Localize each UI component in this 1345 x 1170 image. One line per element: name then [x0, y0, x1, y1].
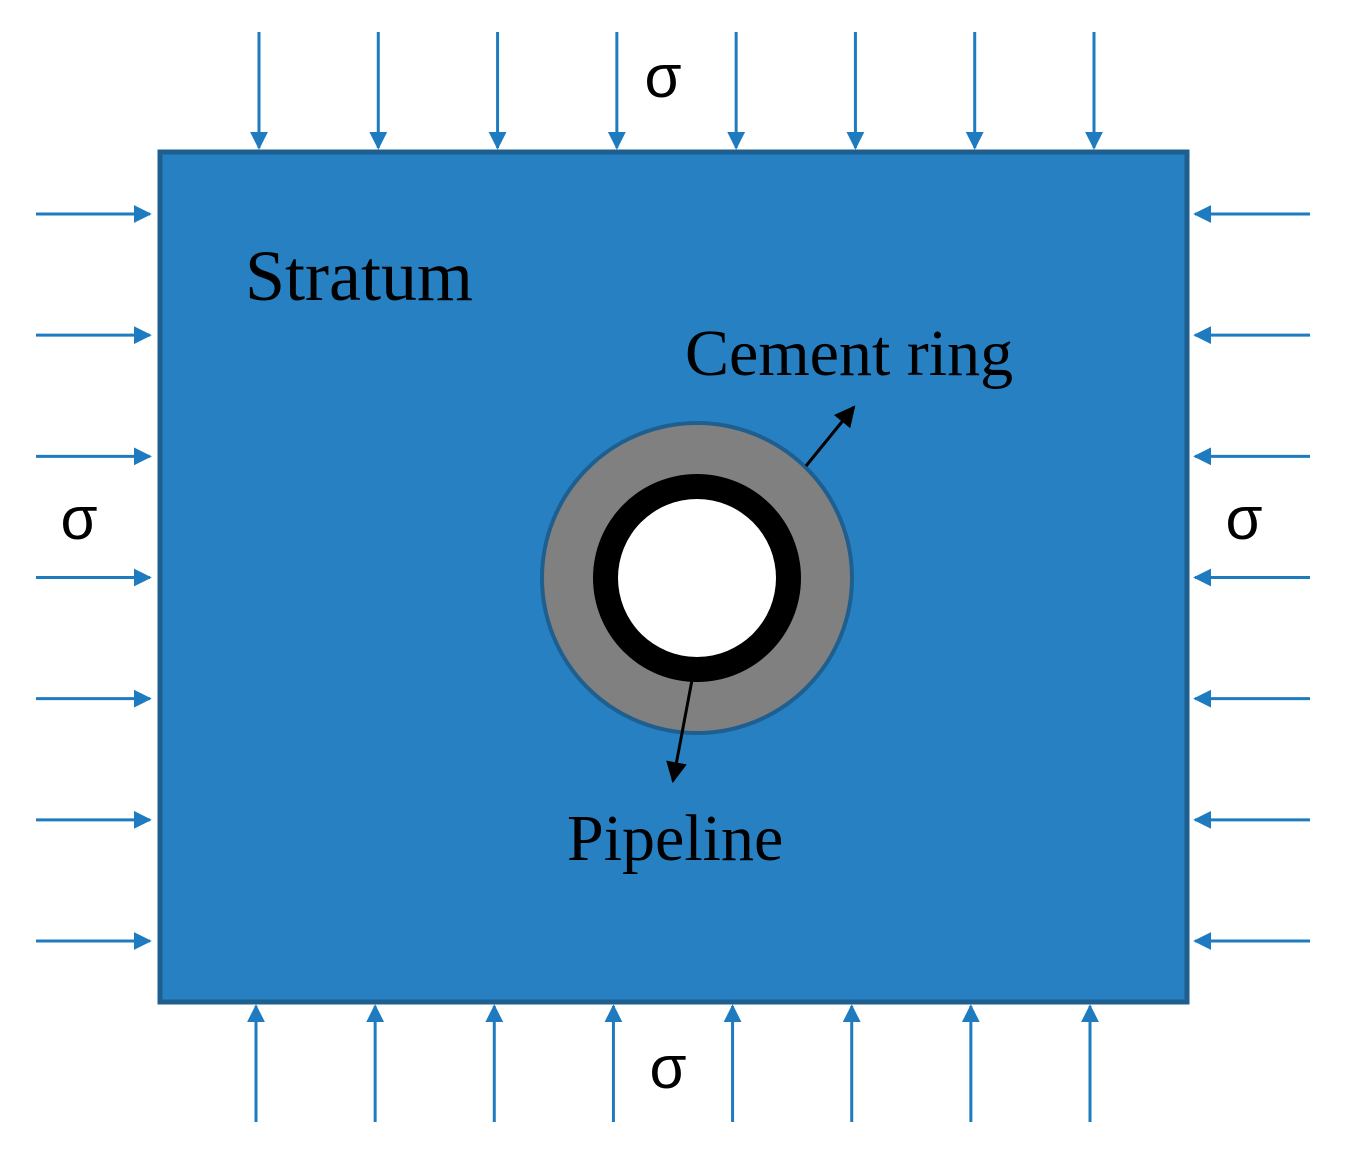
stress-label-bottom: σ: [649, 1034, 686, 1101]
top-load-arrows: [250, 32, 1103, 150]
bottom-load-arrows: [247, 1004, 1099, 1122]
stress-label-left: σ: [60, 485, 97, 552]
pipeline-bore: [618, 499, 776, 657]
left-load-arrows: [36, 205, 152, 950]
pipeline-leader-arrow: [666, 679, 694, 784]
pipeline-label: Pipeline: [567, 802, 783, 875]
stress-label-right: σ: [1225, 485, 1262, 552]
right-load-arrows: [1193, 205, 1310, 950]
stratum-label: Stratum: [245, 236, 473, 316]
cement-ring-label: Cement ring: [685, 317, 1013, 390]
cement-ring-leader-arrow: [804, 405, 856, 467]
stress-label-top: σ: [644, 43, 681, 110]
